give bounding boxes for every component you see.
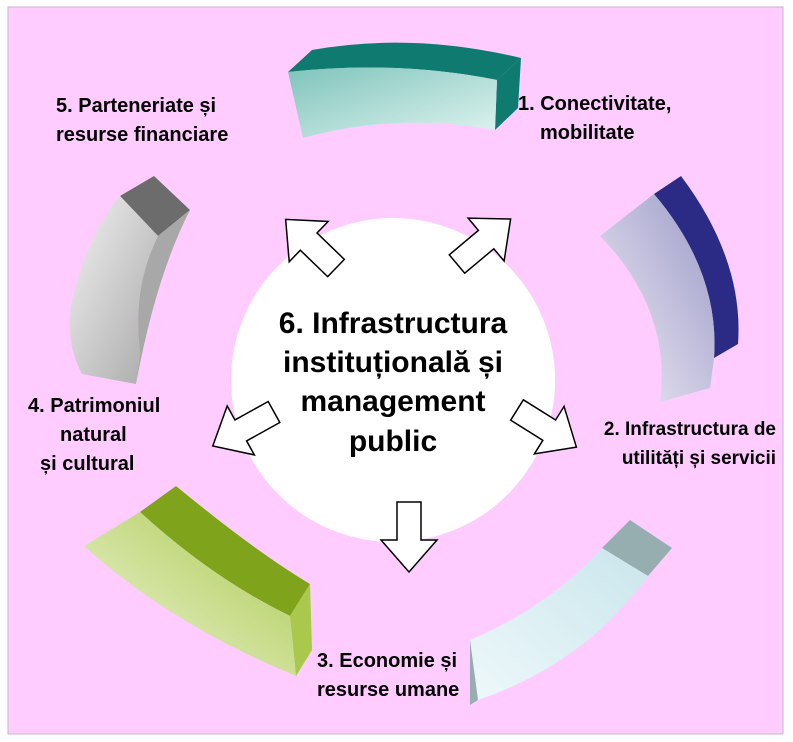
arrow-to-patrimoniu — [211, 400, 281, 456]
label-economie: 3. Economie și resurse umane — [317, 650, 459, 701]
arrow-to-parteneriate — [284, 218, 346, 278]
label-conectivitate: 1. Conectivitate, mobilitate — [518, 93, 671, 144]
center-label: 6. Infrastructura instituțională și mana… — [279, 307, 508, 458]
segment-infrastructura-utilitati — [600, 176, 739, 402]
segment-parteneriate-side-face — [120, 176, 190, 236]
segment-parteneriate — [69, 176, 190, 384]
label-economie-line-1: 3. Economie și — [317, 650, 457, 672]
segment-economie-bottom-edge — [470, 640, 478, 705]
segment-economie-front-face — [470, 548, 648, 700]
segment-parteneriate-front-face — [69, 196, 158, 384]
segment-patrimoniu-side-face — [140, 486, 310, 616]
label-infrastructura-utilitati-line-1: 2. Infrastructura de — [604, 419, 776, 440]
center-label-line-2: instituțională și — [283, 346, 503, 379]
arrow-to-economie — [379, 501, 439, 574]
label-conectivitate-line-2: mobilitate — [540, 122, 634, 144]
arrow-to-conectivitate — [448, 217, 512, 275]
segment-infrastructura-utilitati-side-face — [654, 176, 739, 358]
segment-conectivitate-top-face — [288, 42, 521, 80]
segment-infrastructura-utilitati-front-face — [600, 194, 715, 402]
segment-patrimoniu — [84, 486, 312, 676]
segment-patrimoniu-edge-face — [290, 584, 312, 676]
segment-conectivitate-side-face — [495, 58, 521, 130]
arrow-group — [211, 217, 578, 574]
center-label-line-3: management — [300, 385, 485, 418]
segment-conectivitate-front-face — [288, 67, 497, 138]
label-patrimoniu: 4. Patrimoniul natural și cultural — [28, 395, 160, 475]
label-parteneriate-line-1: 5. Parteneriate și — [56, 95, 216, 117]
label-infrastructura-utilitati: 2. Infrastructura de utilități și servic… — [604, 419, 776, 469]
center-circle — [231, 218, 555, 542]
segment-patrimoniu-front-face — [84, 512, 296, 676]
label-parteneriate-line-2: resurse financiare — [56, 124, 228, 146]
arrow-to-infrastructura-utilitati — [509, 398, 578, 455]
label-patrimoniu-line-1: 4. Patrimoniul — [28, 395, 160, 417]
label-conectivitate-line-1: 1. Conectivitate, — [518, 93, 671, 115]
center-label-line-4: public — [349, 425, 437, 458]
label-patrimoniu-line-2: natural — [60, 424, 127, 446]
label-economie-line-2: resurse umane — [317, 679, 459, 701]
label-parteneriate: 5. Parteneriate și resurse financiare — [56, 95, 228, 146]
segment-parteneriate-inner-face — [136, 210, 190, 384]
segment-conectivitate — [288, 42, 521, 138]
segment-economie-side-face — [602, 520, 672, 576]
label-patrimoniu-line-3: și cultural — [40, 453, 134, 475]
segment-economie — [470, 520, 672, 705]
center-label-line-1: 6. Infrastructura — [279, 307, 508, 340]
label-infrastructura-utilitati-line-2: utilități și servicii — [622, 448, 776, 469]
